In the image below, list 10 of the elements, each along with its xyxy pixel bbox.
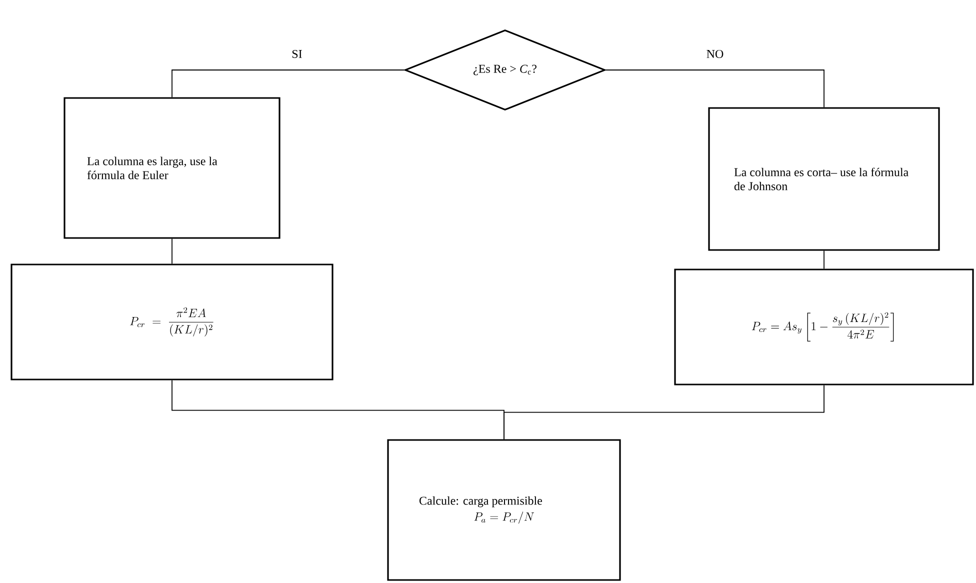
process-box: Calcule: carga permisible $P_{a} = P_{cr}/N$ bbox=[387, 439, 621, 581]
edge-label: NO bbox=[705, 48, 725, 60]
formula-box: $P_{cr} = As_{y}\left[1-\dfrac{s_{y}\,(KL/r)^{2}}{4\pi^{2}E}\right]$ bbox=[674, 268, 974, 386]
formula-box: $P_{cr} \;=\; \dfrac{\pi^{2}EA}{(KL/r)^{2}}$ bbox=[10, 264, 334, 380]
process-box: La columna es larga, use la fórmula de Euler bbox=[64, 97, 280, 239]
edge-label: SI bbox=[290, 48, 304, 60]
process-box: La columna es corta– use la fórmula de Johnson bbox=[708, 107, 940, 251]
connector-line bbox=[504, 384, 824, 440]
connector-line bbox=[605, 70, 824, 108]
connector-line bbox=[172, 70, 405, 98]
